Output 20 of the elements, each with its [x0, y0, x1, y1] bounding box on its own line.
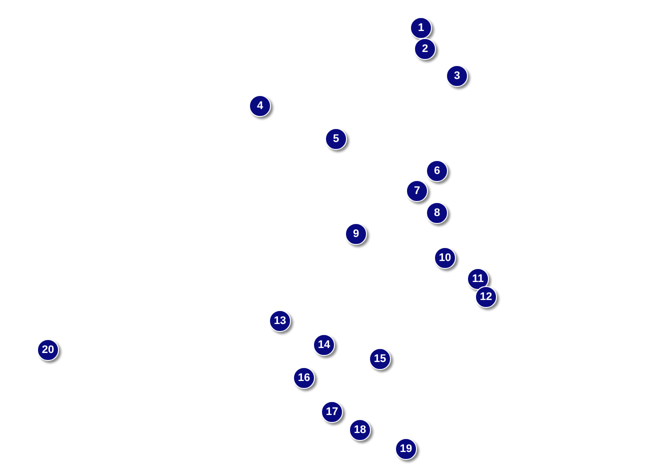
numbered-marker: 19	[395, 438, 417, 460]
numbered-marker: 8	[426, 202, 448, 224]
numbered-marker: 3	[446, 65, 468, 87]
numbered-marker: 17	[321, 401, 343, 423]
numbered-marker: 6	[426, 160, 448, 182]
numbered-marker: 7	[406, 180, 428, 202]
numbered-marker: 15	[369, 348, 391, 370]
numbered-marker: 18	[349, 419, 371, 441]
numbered-marker: 16	[293, 367, 315, 389]
numbered-marker: 10	[434, 247, 456, 269]
numbered-marker: 14	[313, 334, 335, 356]
numbered-marker: 20	[37, 339, 59, 361]
numbered-marker: 11	[467, 268, 489, 290]
numbered-marker: 1	[410, 17, 432, 39]
numbered-marker: 4	[249, 95, 271, 117]
numbered-marker: 5	[325, 128, 347, 150]
numbered-marker: 2	[414, 38, 436, 60]
numbered-marker: 12	[475, 286, 497, 308]
numbered-marker: 9	[345, 223, 367, 245]
numbered-marker: 13	[269, 310, 291, 332]
